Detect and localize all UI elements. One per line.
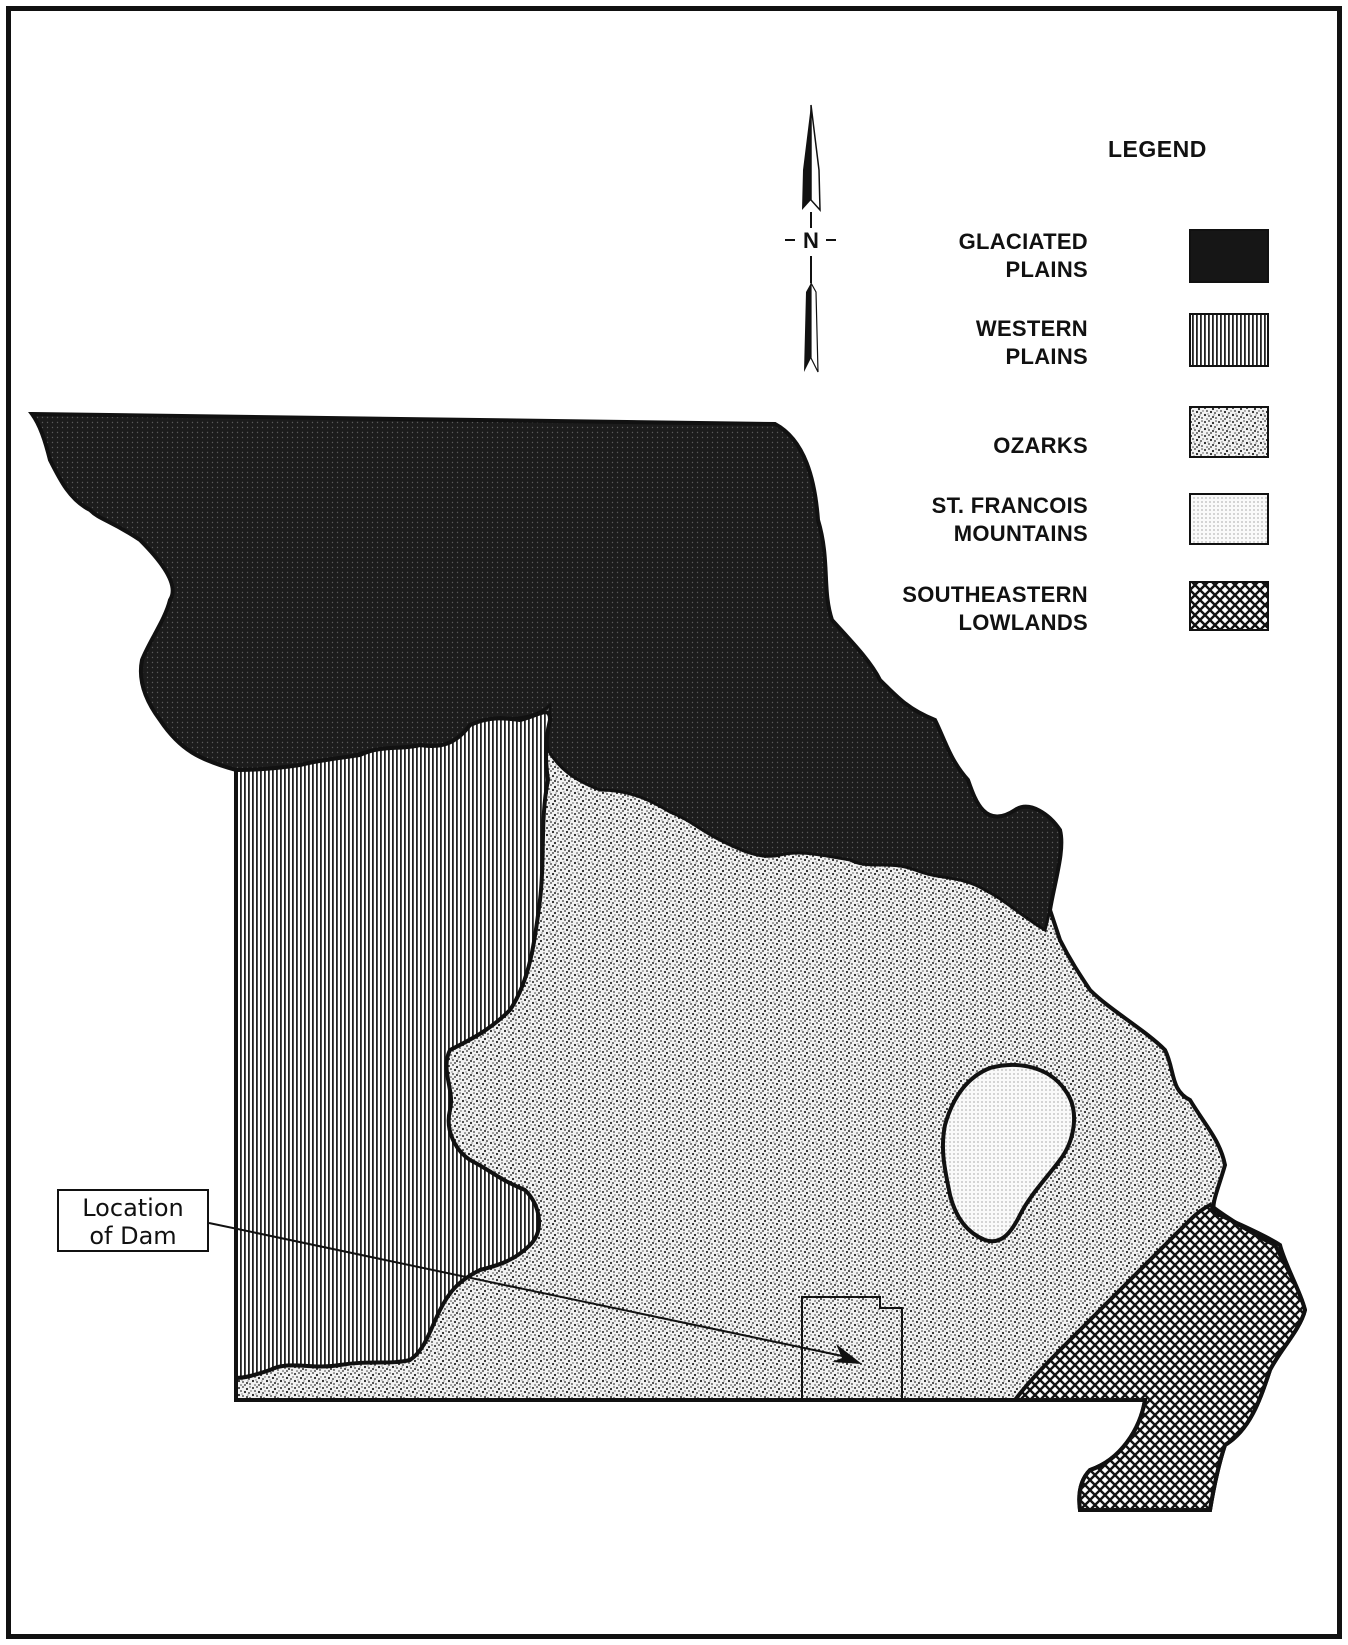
legend-label-line1: WESTERN [975,316,1088,341]
southeastern-lowlands-swatch [1189,581,1269,631]
state-boundary [28,411,1308,1512]
legend-title: LEGEND [1108,136,1207,162]
north-label: N [803,228,819,253]
legend-item-st-francois-mountains: ST. FRANCOIS MOUNTAINS [932,492,1088,548]
legend-label-line1: ST. FRANCOIS [931,493,1088,518]
glaciated-plains-swatch [1189,229,1269,283]
legend-label-line2: PLAINS [1005,344,1088,369]
legend-label-line2: LOWLANDS [958,610,1088,635]
legend-item-ozarks: OZARKS [993,432,1088,460]
legend-label-line2: PLAINS [1005,257,1088,282]
north-arrow-icon [785,104,836,373]
st-francois-swatch [1189,493,1269,545]
ozarks-swatch [1189,406,1269,458]
western-plains-region [234,710,553,1381]
legend-item-southeastern-lowlands: SOUTHEASTERN LOWLANDS [902,581,1088,637]
st-francois-mountains-region [940,1063,1077,1244]
legend-label-line1: GLACIATED [958,229,1088,254]
location-of-dam-callout: Location of Dam [57,1189,209,1252]
legend-label-line2: OZARKS [993,433,1088,458]
legend-item-glaciated-plains: GLACIATED PLAINS [959,228,1088,284]
legend-label-line1: SOUTHEASTERN [902,582,1088,607]
western-plains-swatch [1189,313,1269,367]
dam-location-marker [832,1344,862,1364]
legend-item-western-plains: WESTERN PLAINS [976,315,1088,371]
dam-county-outline [801,1296,903,1400]
legend-label-line2: MOUNTAINS [953,521,1088,546]
dam-leader-line [208,1222,853,1359]
callout-line1: Location [82,1194,184,1222]
callout-line2: of Dam [89,1222,177,1250]
